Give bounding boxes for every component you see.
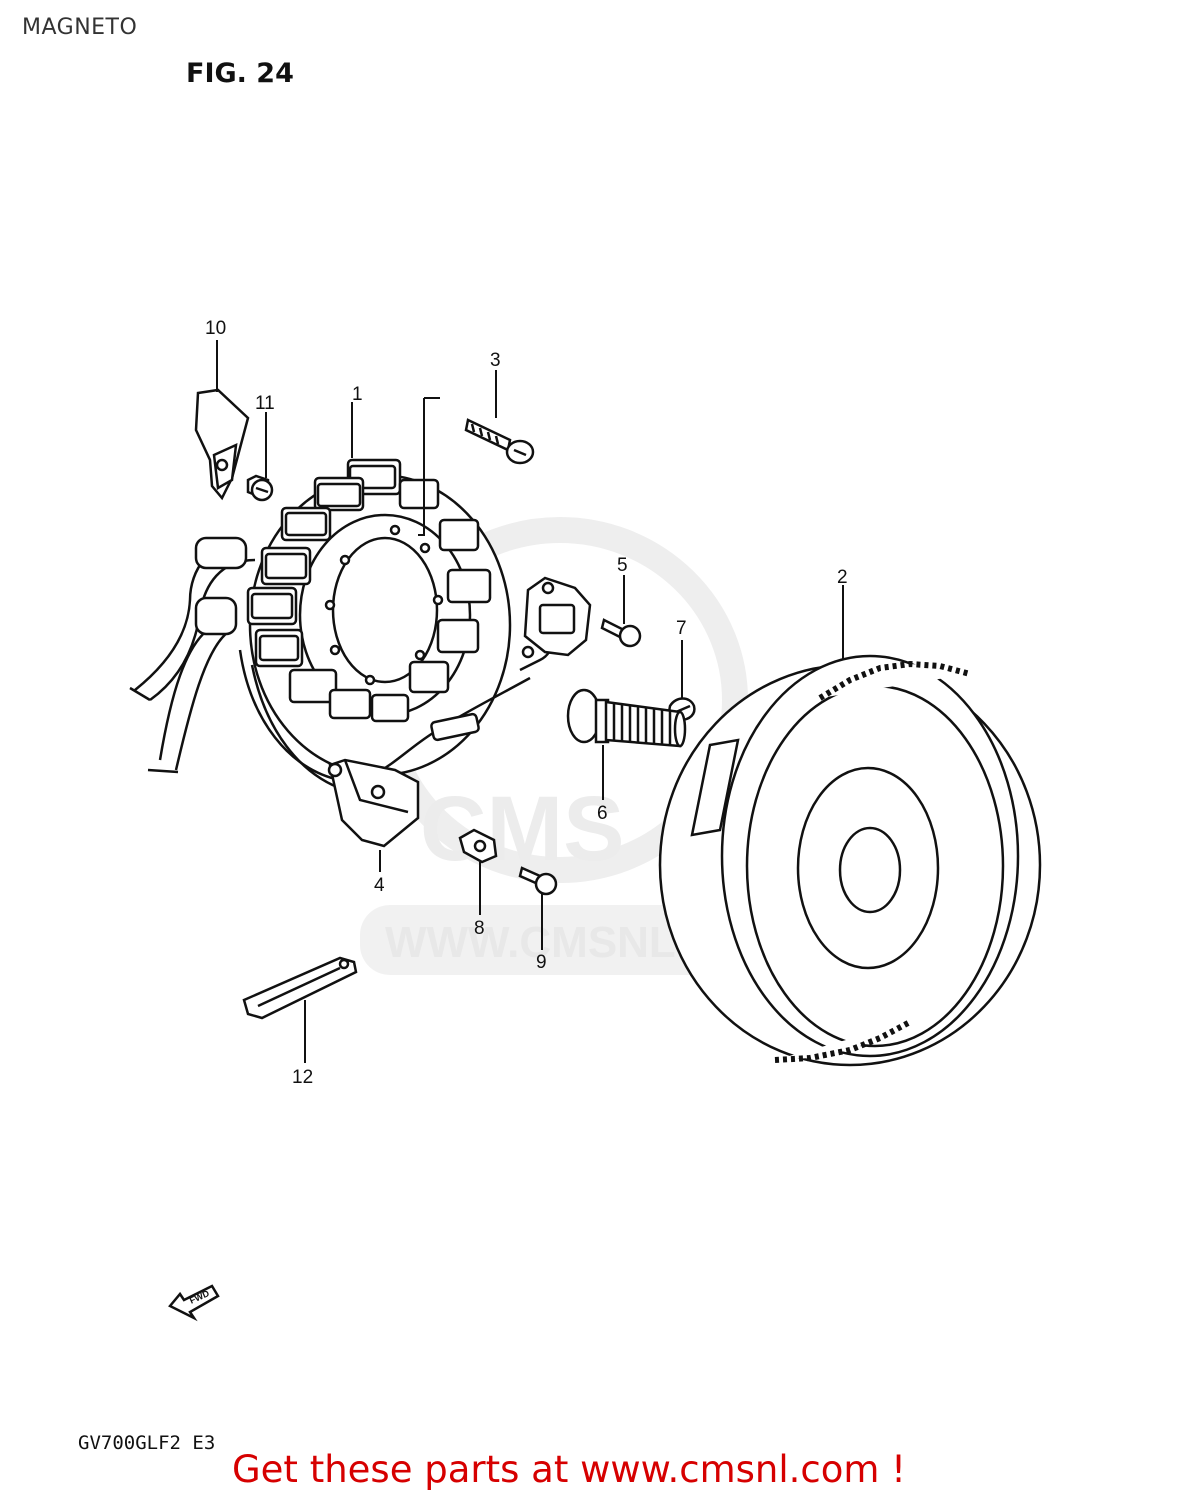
sensor-bracket[interactable] <box>521 576 592 659</box>
fwd-arrow-icon: FWD <box>168 1284 220 1322</box>
callout-3: 3 <box>490 350 501 371</box>
part-4-pickup-coil[interactable] <box>327 758 420 848</box>
callout-10: 10 <box>205 318 226 339</box>
callout-8: 8 <box>474 918 485 939</box>
part-9-screw[interactable] <box>518 866 558 896</box>
callout-11: 11 <box>255 393 275 414</box>
part-10-bracket[interactable] <box>194 388 250 501</box>
promo-link[interactable]: Get these parts at www.cmsnl.com ! <box>232 1448 907 1491</box>
callout-12: 12 <box>292 1067 313 1088</box>
part-3-bolt[interactable] <box>464 418 535 465</box>
part-5-screw[interactable] <box>600 618 642 648</box>
callout-2: 2 <box>837 567 848 588</box>
page-title: MAGNETO <box>22 15 138 40</box>
part-12-strap[interactable] <box>242 956 358 1020</box>
watermark-brand: CMS <box>420 778 624 880</box>
callout-1: 1 <box>352 384 363 405</box>
figure-label: FIG. 24 <box>186 58 294 89</box>
model-code: GV700GLF2 E3 <box>78 1432 216 1454</box>
callout-6: 6 <box>597 803 608 824</box>
callout-numbers: 1 2 3 4 5 6 7 8 9 10 11 12 <box>205 318 848 1088</box>
part-2-rotor[interactable] <box>658 654 1042 1067</box>
part-1-stator[interactable] <box>246 458 512 777</box>
callout-5: 5 <box>617 555 628 576</box>
callout-4: 4 <box>374 875 385 896</box>
part-6-bolt[interactable] <box>566 688 687 748</box>
part-11-screw[interactable] <box>246 474 274 502</box>
callout-7: 7 <box>676 618 687 639</box>
callout-9: 9 <box>536 952 547 973</box>
leader-lines <box>216 340 844 1063</box>
part-8-clamp[interactable] <box>458 828 498 864</box>
